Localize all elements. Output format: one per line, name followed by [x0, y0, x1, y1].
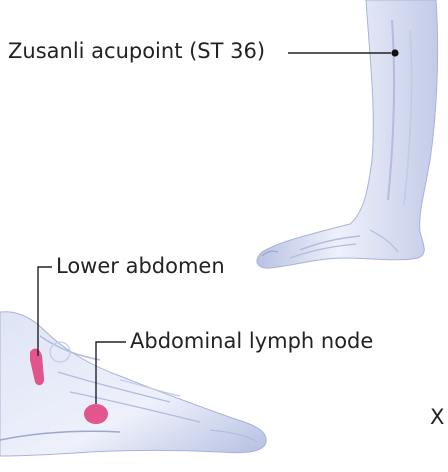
- lower-abdomen-label: Lower abdomen: [54, 256, 227, 277]
- x-mark-label: X: [428, 407, 446, 428]
- zusanli-label: Zusanli acupoint (ST 36): [6, 41, 267, 62]
- leg-illustration: [257, 0, 438, 268]
- acupoint-dot: [391, 49, 398, 56]
- lymph-node-zone: [84, 404, 108, 424]
- lymph-node-label: Abdominal lymph node: [128, 331, 375, 352]
